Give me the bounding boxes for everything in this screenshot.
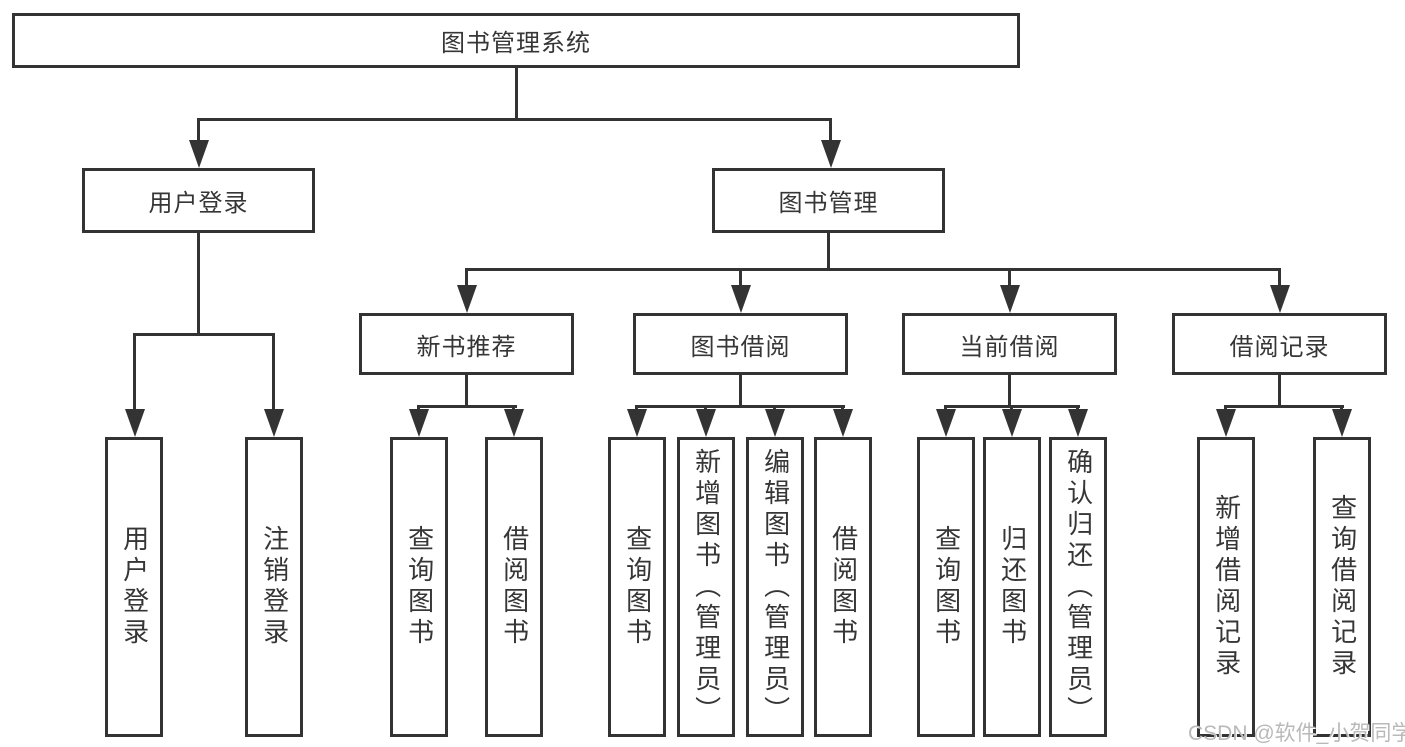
connector-line: [133, 333, 136, 413]
node-leaf-return-book: 归还图书: [983, 437, 1041, 737]
connector-line: [635, 405, 845, 408]
node-borrow-record: 借阅记录: [1172, 313, 1387, 375]
arrowhead-down-icon: [1068, 409, 1088, 437]
csdn-watermark: CSDN @软件_小贺同学: [1188, 722, 1405, 745]
node-leaf-recommend-query-book: 查询图书: [390, 437, 448, 737]
node-book-management: 图书管理: [712, 168, 945, 233]
node-leaf-borrow-query-book: 查询图书: [608, 437, 666, 737]
node-label: 查询图书: [622, 525, 653, 649]
node-leaf-logout: 注销登录: [245, 437, 303, 737]
arrowhead-down-icon: [125, 409, 145, 437]
connector-line: [272, 333, 275, 413]
node-root: 图书管理系统: [12, 13, 1020, 68]
connector-line: [465, 268, 1281, 271]
node-new-book-recommend: 新书推荐: [359, 313, 574, 375]
arrowhead-down-icon: [1000, 285, 1020, 313]
node-label: 查询借阅记录: [1327, 494, 1358, 680]
arrowhead-down-icon: [696, 409, 716, 437]
node-label: 新增借阅记录: [1211, 494, 1242, 680]
node-leaf-edit-book-admin: 编辑图书（管理员）: [746, 437, 804, 737]
connector-line: [829, 118, 832, 144]
node-label: 查询图书: [404, 525, 435, 649]
arrowhead-down-icon: [627, 409, 647, 437]
connector-line: [1008, 373, 1011, 407]
node-label: 归还图书: [997, 525, 1028, 649]
arrowhead-down-icon: [936, 409, 956, 437]
arrowhead-down-icon: [765, 409, 785, 437]
node-leaf-current-query-book: 查询图书: [917, 437, 975, 737]
node-label: 编辑图书（管理员）: [760, 447, 791, 727]
arrowhead-down-icon: [1332, 409, 1352, 437]
connector-line: [197, 231, 200, 335]
connector-line: [1008, 268, 1011, 290]
arrowhead-down-icon: [189, 140, 209, 168]
arrowhead-down-icon: [409, 409, 429, 437]
connector-line: [739, 373, 742, 407]
connector-line: [465, 268, 468, 290]
node-leaf-recommend-borrow-book: 借阅图书: [485, 437, 543, 737]
node-label: 新书推荐: [416, 333, 517, 361]
node-label: 图书借阅: [690, 333, 791, 361]
node-leaf-confirm-return-admin: 确认归还（管理员）: [1049, 437, 1107, 737]
node-label: 新增图书（管理员）: [691, 447, 722, 727]
node-label: 图书管理: [778, 190, 879, 217]
arrowhead-down-icon: [504, 409, 524, 437]
node-label: 借阅图书: [499, 525, 530, 649]
node-leaf-add-borrow-record: 新增借阅记录: [1197, 437, 1255, 737]
node-label: 用户登录: [148, 190, 249, 217]
connector-line: [739, 268, 742, 290]
arrowhead-down-icon: [821, 140, 841, 168]
connector-line: [417, 405, 517, 408]
connector-line: [827, 231, 830, 271]
node-label: 用户登录: [119, 525, 150, 649]
arrowhead-down-icon: [1216, 409, 1236, 437]
connector-line: [133, 333, 275, 336]
connector-line: [465, 373, 468, 407]
connector-line: [197, 118, 832, 121]
node-leaf-query-borrow-record: 查询借阅记录: [1313, 437, 1371, 737]
arrowhead-down-icon: [457, 285, 477, 313]
arrowhead-down-icon: [1002, 409, 1022, 437]
connector-line: [1278, 268, 1281, 290]
node-label: 当前借阅: [959, 333, 1060, 361]
node-label: 借阅记录: [1229, 333, 1330, 361]
node-label: 图书管理系统: [441, 30, 591, 57]
arrowhead-down-icon: [1270, 285, 1290, 313]
connector-line: [1224, 405, 1344, 408]
node-label: 确认归还（管理员）: [1063, 447, 1094, 727]
arrowhead-down-icon: [833, 409, 853, 437]
arrowhead-down-icon: [264, 409, 284, 437]
arrowhead-down-icon: [731, 285, 751, 313]
node-book-borrow: 图书借阅: [633, 313, 848, 375]
node-leaf-add-book-admin: 新增图书（管理员）: [677, 437, 735, 737]
node-leaf-borrow-book: 借阅图书: [814, 437, 872, 737]
node-label: 查询图书: [931, 525, 962, 649]
node-label: 借阅图书: [828, 525, 859, 649]
connector-line: [1278, 373, 1281, 407]
connector-line: [515, 66, 518, 120]
node-user-login: 用户登录: [82, 168, 315, 233]
node-leaf-user-login: 用户登录: [105, 437, 163, 737]
connector-line: [197, 118, 200, 144]
node-label: 注销登录: [259, 525, 290, 649]
node-current-borrow: 当前借阅: [902, 313, 1117, 375]
